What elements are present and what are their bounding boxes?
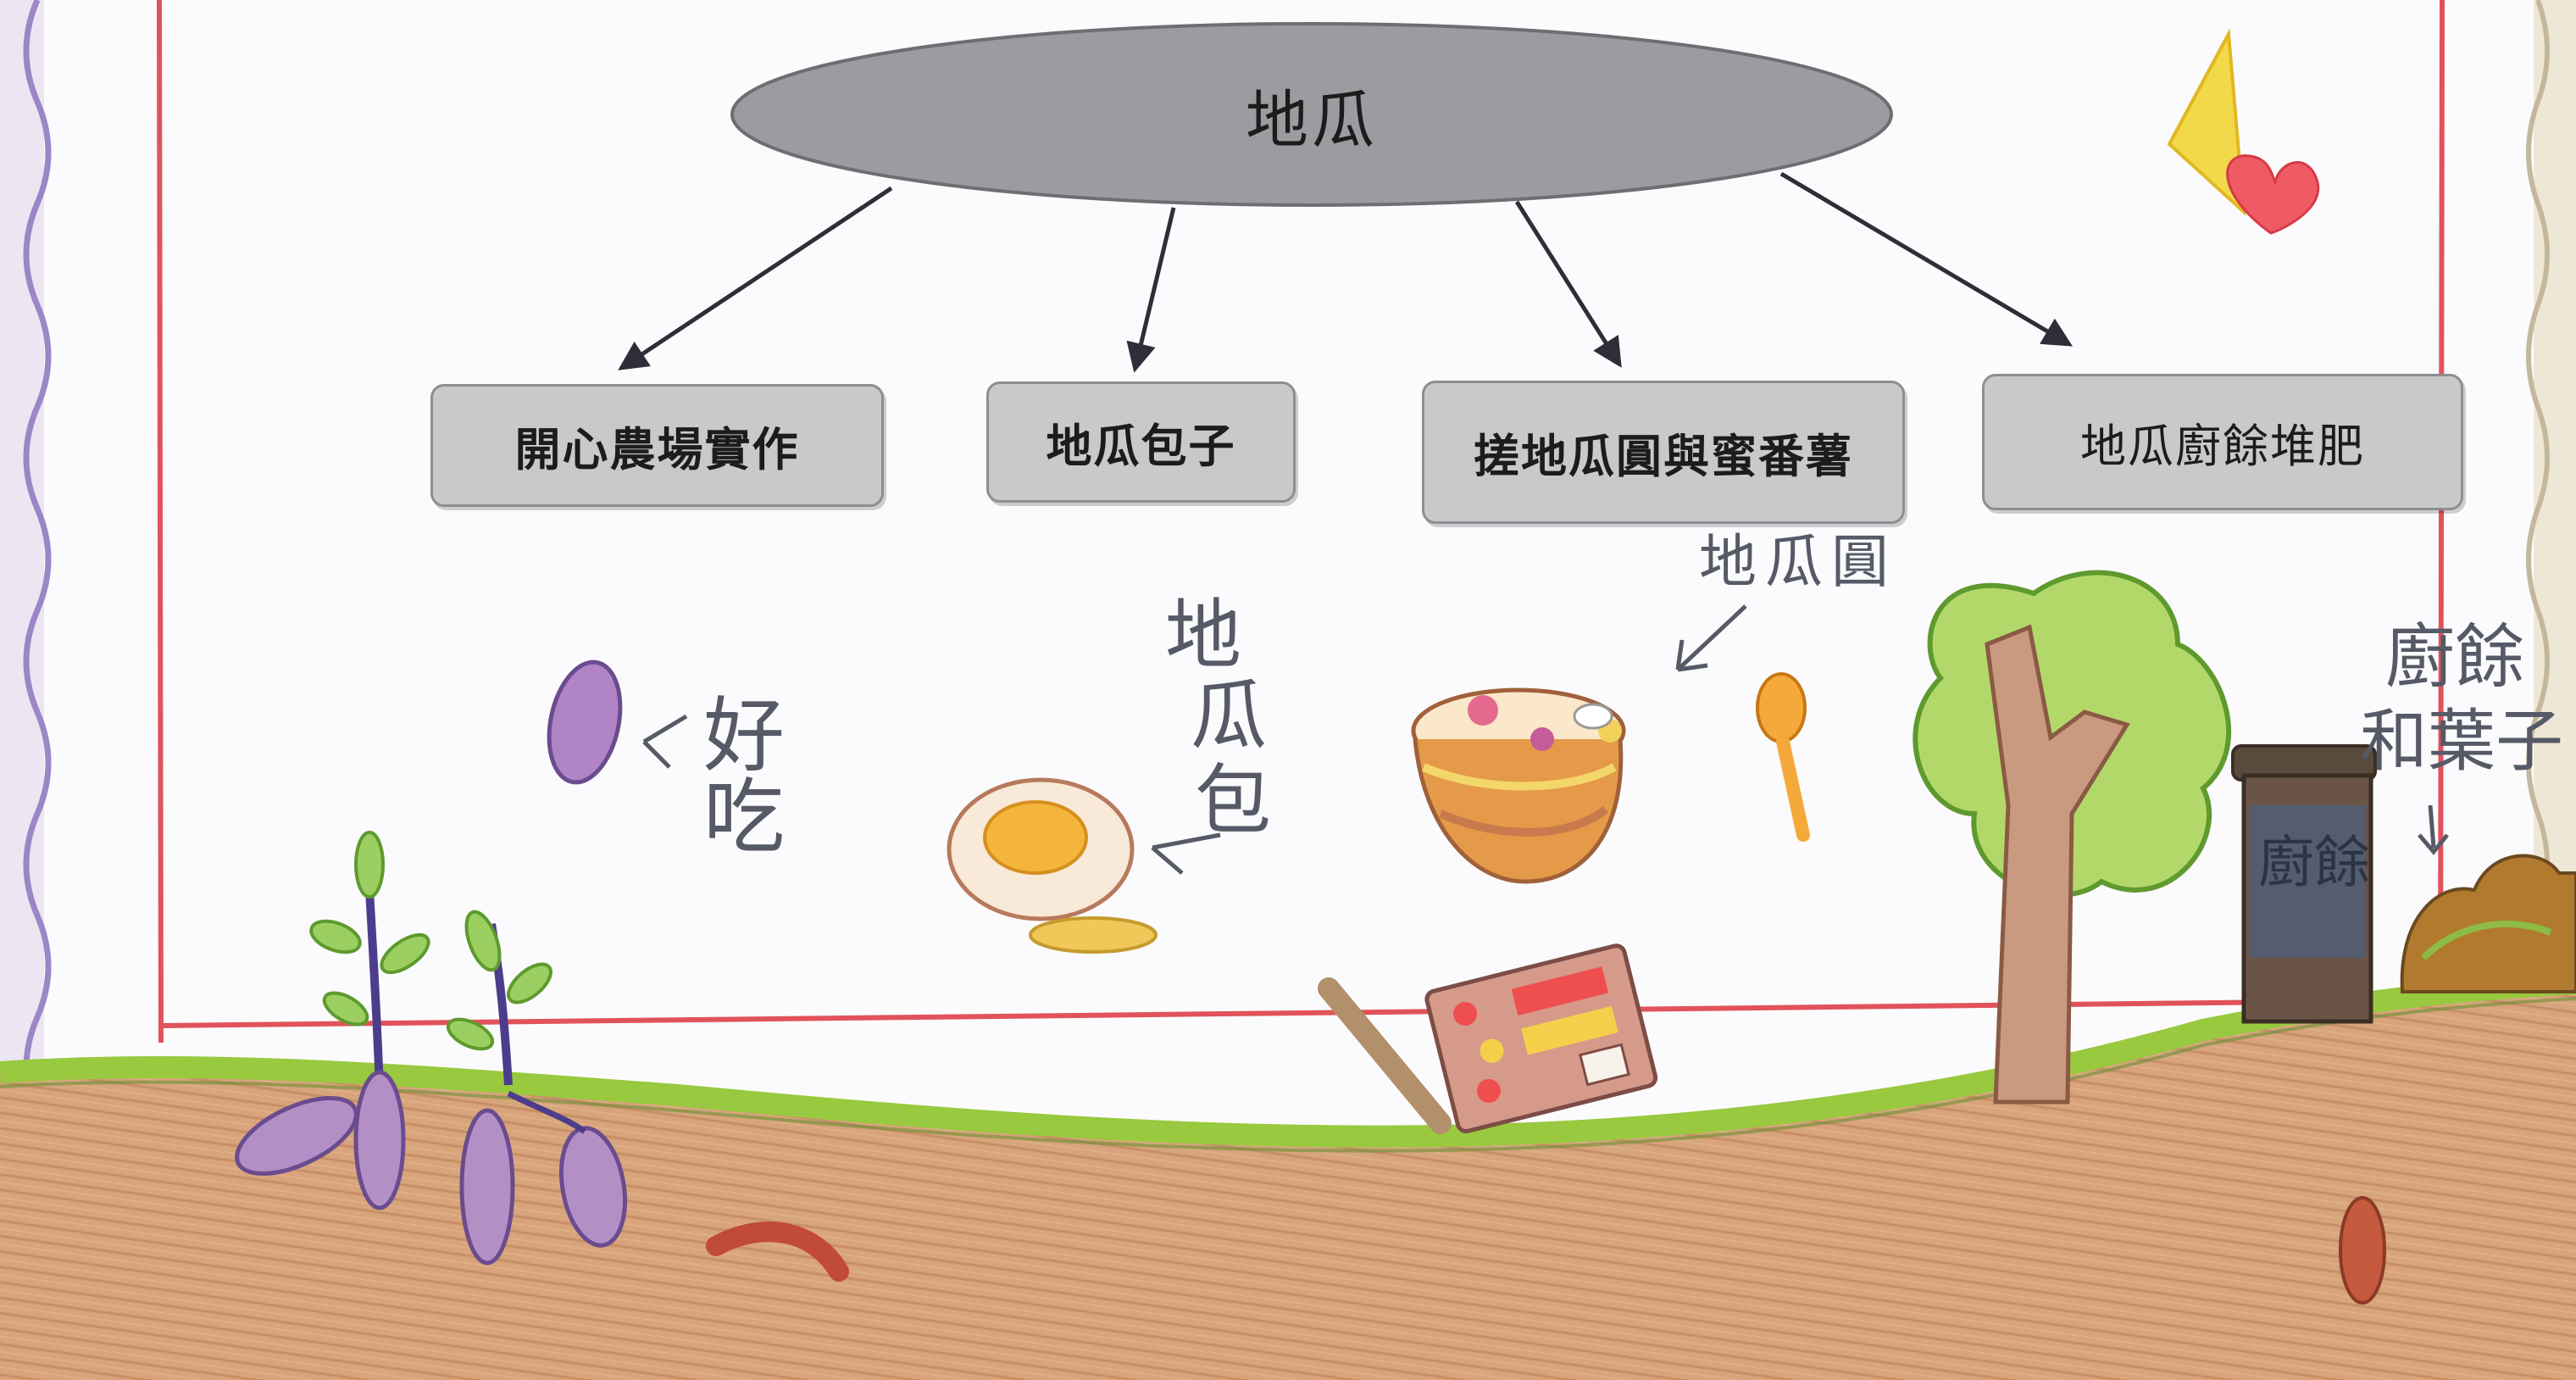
branch-node-compost: 地瓜廚餘堆肥: [1982, 374, 2463, 510]
leaf-pile-highlight: [2421, 921, 2552, 960]
arrow-to-bun: [1126, 207, 1176, 373]
branch-node-bun: 地瓜包子: [986, 381, 1296, 503]
sweet-potato-plant-2: [446, 910, 627, 1266]
hand-arrow-bun: [1151, 832, 1221, 875]
bin-label: 廚餘: [2258, 835, 2370, 891]
arrow-to-compost: [1779, 171, 2074, 347]
sweet-potato-snack: [547, 659, 623, 785]
tree-drawing: [1913, 570, 2232, 1105]
bun-label-char-3-text: 包: [1195, 756, 1271, 845]
arrow-to-farm: [618, 186, 893, 370]
buried-sweet-potato: [2339, 1196, 2386, 1305]
branch-node-balls: 搓地瓜圓與蜜番薯: [1422, 381, 1905, 524]
balls-label-text: 地瓜圓: [1699, 529, 1898, 596]
soil: [0, 983, 2576, 1380]
spoon-drawing: [1756, 672, 1810, 842]
bun-label-char-2-text: 瓜: [1191, 671, 1267, 760]
margin-line-left: [157, 0, 164, 1043]
branch-node-compost-label: 地瓜廚餘堆肥: [2080, 420, 2365, 473]
root-node: 地瓜: [730, 24, 1893, 205]
bowl-drawing: [1411, 687, 1626, 884]
balls-label: 地瓜圓: [1699, 534, 1897, 592]
tasty-text: 好吃: [703, 688, 785, 865]
waste-label-line-2: 和葉子: [2360, 708, 2563, 776]
waste-label-line-1: 廚餘: [2385, 623, 2524, 693]
sweet-potato-plant-1: [235, 831, 430, 1210]
bun-label-char-1-text: 地: [1165, 591, 1241, 680]
compost-bin-drawing: [2231, 744, 2377, 1024]
branch-node-balls-label: 搓地瓜圓與蜜番薯: [1474, 430, 1853, 483]
bin-label-text: 廚餘: [2258, 830, 2370, 895]
waste-label-line-2-text: 和葉子: [2360, 702, 2563, 781]
heart-drawing: [2226, 154, 2320, 235]
hand-arrow-balls: [1675, 604, 1747, 672]
arrow-to-balls: [1514, 200, 1622, 368]
branch-node-farm-label: 開心農場實作: [514, 423, 800, 476]
tray-drawing: [1424, 943, 1658, 1134]
hand-arrow-tasty: [642, 714, 688, 769]
root-node-shape: [730, 22, 1893, 207]
tasty-label: 好吃: [703, 695, 797, 858]
branch-node-farm: 開心農場實作: [430, 384, 884, 507]
waste-label-line-1-text: 廚餘: [2385, 617, 2525, 698]
bun-label-char-1: 地: [1165, 598, 1241, 674]
earthworm-drawing: [706, 1221, 849, 1282]
branch-node-bun-label: 地瓜包子: [1046, 420, 1236, 473]
bun-label-char-2: 瓜: [1191, 678, 1267, 754]
rolling-pin-drawing: [1318, 977, 1452, 1134]
left-wavy-line: [23, 0, 52, 1121]
yellow-flag-drawing: [2167, 28, 2246, 216]
bun-label-char-3: 包: [1195, 763, 1271, 839]
bun-drawing: [947, 777, 1158, 954]
root-node-label: 地瓜: [1246, 83, 1378, 157]
hand-arrow-compost: [2418, 804, 2449, 855]
soil-edge-line: [0, 997, 2576, 1153]
